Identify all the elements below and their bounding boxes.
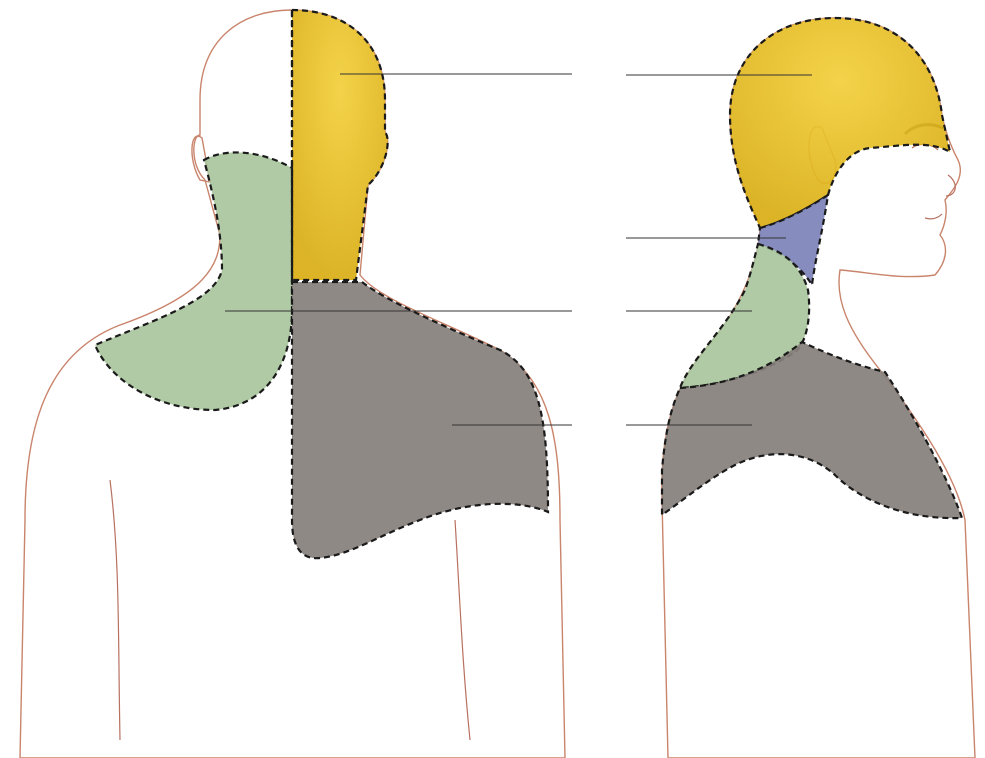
posterior-body-detail xyxy=(110,480,120,740)
posterior-zone-shoulder-cape xyxy=(292,282,548,558)
posterior-zone-scalp xyxy=(292,10,388,280)
lateral-view xyxy=(626,18,975,758)
posterior-body-detail-2 xyxy=(455,520,470,740)
posterior-view xyxy=(20,10,572,758)
posterior-zone-upper-neck xyxy=(95,152,292,410)
lateral-zone-scalp xyxy=(730,18,950,228)
lateral-mouth xyxy=(925,214,942,219)
